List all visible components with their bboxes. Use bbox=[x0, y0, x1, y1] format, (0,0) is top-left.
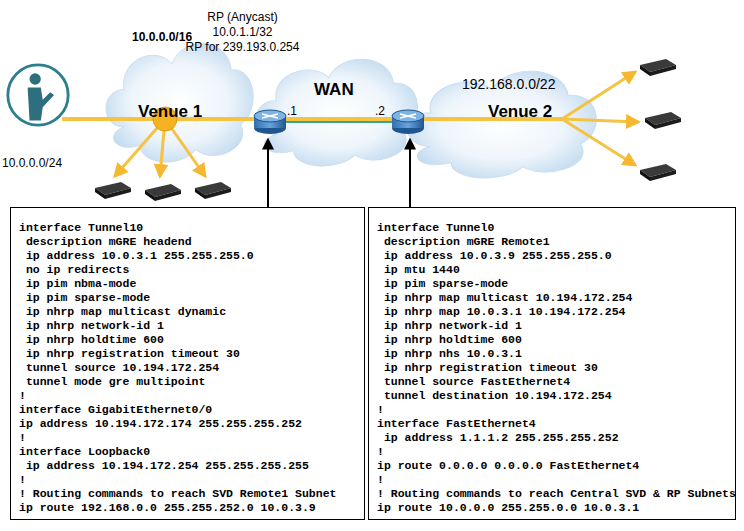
cloud-text: WAN bbox=[314, 80, 354, 100]
config-line: ip route 192.168.0.0 255.255.252.0 10.0.… bbox=[19, 501, 356, 515]
config-line: ip nhrp map multicast 10.194.172.254 bbox=[377, 291, 727, 305]
config-line: ip route 10.0.0.0 255.255.0.0 10.0.3.1 bbox=[377, 501, 727, 515]
person-body bbox=[28, 87, 54, 120]
decoder-device bbox=[640, 59, 676, 76]
config-line: ip nhrp map 10.0.3.1 10.194.172.254 bbox=[377, 305, 727, 319]
config-line: interface FastEthernet4 bbox=[377, 417, 727, 431]
config-line: interface Tunnel10 bbox=[19, 221, 356, 235]
config-line: ip nhrp network-id 1 bbox=[377, 319, 727, 333]
cloud-shape bbox=[250, 40, 425, 175]
network-cloud: WAN bbox=[250, 40, 425, 175]
config-line: ip address 10.194.172.174 255.255.255.25… bbox=[19, 417, 356, 431]
config-line: ! bbox=[19, 473, 356, 487]
config-line: interface Tunnel0 bbox=[377, 221, 727, 235]
decoder-device bbox=[195, 182, 231, 199]
config-line: ip address 10.0.3.9 255.255.255.0 bbox=[377, 249, 727, 263]
cloud-text: Venue 2 bbox=[488, 102, 552, 122]
rp-label: 10.0.1.1/32 bbox=[175, 25, 310, 39]
config-line: ! bbox=[19, 389, 356, 403]
config-line: ! bbox=[377, 473, 727, 487]
subnet-label: 10.0.0.0/24 bbox=[2, 156, 62, 170]
config-line: ip route 0.0.0.0 0.0.0.0 FastEthernet4 bbox=[377, 459, 727, 473]
config-line: ip address 10.194.172.254 255.255.255.25… bbox=[19, 459, 356, 473]
config-line: ip mtu 1440 bbox=[377, 263, 727, 277]
config-line: ip nhrp registration timeout 30 bbox=[377, 361, 727, 375]
config-line: description mGRE Remote1 bbox=[377, 235, 727, 249]
config-line: ! Routing commands to reach SVD Remote1 … bbox=[19, 487, 356, 501]
decoder-device bbox=[645, 112, 681, 129]
config-line: ip nhrp registration timeout 30 bbox=[19, 347, 356, 361]
config-line: interface Loopback0 bbox=[19, 445, 356, 459]
config-line: ip pim sparse-mode bbox=[377, 277, 727, 291]
decoder-device bbox=[145, 184, 181, 201]
person-head bbox=[30, 73, 41, 84]
config-line: tunnel source FastEthernet4 bbox=[377, 375, 727, 389]
cloud-outline bbox=[408, 71, 597, 178]
cloud-outline bbox=[257, 59, 418, 166]
person-circle bbox=[8, 65, 68, 125]
config-line: ip pim nbma-mode bbox=[19, 277, 356, 291]
config-line: ip nhrp holdtime 600 bbox=[19, 333, 356, 347]
rp-label: RP for 239.193.0.254 bbox=[175, 40, 310, 54]
network-cloud: 192.168.0.0/22Venue 2 bbox=[400, 52, 605, 187]
config-line: ! bbox=[377, 445, 727, 459]
interface-label: .1 bbox=[287, 104, 297, 118]
cloud-text: Venue 1 bbox=[138, 102, 202, 122]
config-line: description mGRE headend bbox=[19, 235, 356, 249]
config-line: ip nhrp holdtime 600 bbox=[377, 333, 727, 347]
config-line: ip nhrp nhs 10.0.3.1 bbox=[377, 347, 727, 361]
config-line: ip address 10.0.3.1 255.255.255.0 bbox=[19, 249, 356, 263]
config-line: ip nhrp network-id 1 bbox=[19, 319, 356, 333]
config-box: interface Tunnel0 description mGRE Remot… bbox=[368, 207, 736, 520]
decoder-device bbox=[95, 182, 131, 199]
rp-label: RP (Anycast) bbox=[175, 10, 310, 24]
config-line: tunnel destination 10.194.172.254 bbox=[377, 389, 727, 403]
config-line: interface GigabitEthernet0/0 bbox=[19, 403, 356, 417]
callout-arrow bbox=[409, 140, 411, 207]
config-line: ip address 1.1.1.2 255.255.255.252 bbox=[377, 431, 727, 445]
config-line: ! bbox=[19, 431, 356, 445]
config-line: tunnel source 10.194.172.254 bbox=[19, 361, 356, 375]
config-line: ! bbox=[377, 403, 727, 417]
cloud-text: 192.168.0.0/22 bbox=[462, 76, 555, 92]
config-box: interface Tunnel10 description mGRE head… bbox=[10, 207, 365, 520]
config-line: ip nhrp map multicast dynamic bbox=[19, 305, 356, 319]
config-line: ip pim sparse-mode bbox=[19, 291, 356, 305]
config-line: tunnel mode gre multipoint bbox=[19, 375, 356, 389]
config-line: no ip redirects bbox=[19, 263, 356, 277]
decoder-device bbox=[640, 164, 676, 181]
config-line: ! Routing commands to reach Central SVD … bbox=[377, 487, 727, 501]
cloud-outline bbox=[106, 43, 253, 162]
person-icon bbox=[5, 62, 71, 128]
interface-label: .2 bbox=[375, 104, 385, 118]
source-node: 10.0.0.0/24 bbox=[2, 58, 74, 176]
cloud-text: 10.0.0.0/16 bbox=[132, 30, 192, 44]
